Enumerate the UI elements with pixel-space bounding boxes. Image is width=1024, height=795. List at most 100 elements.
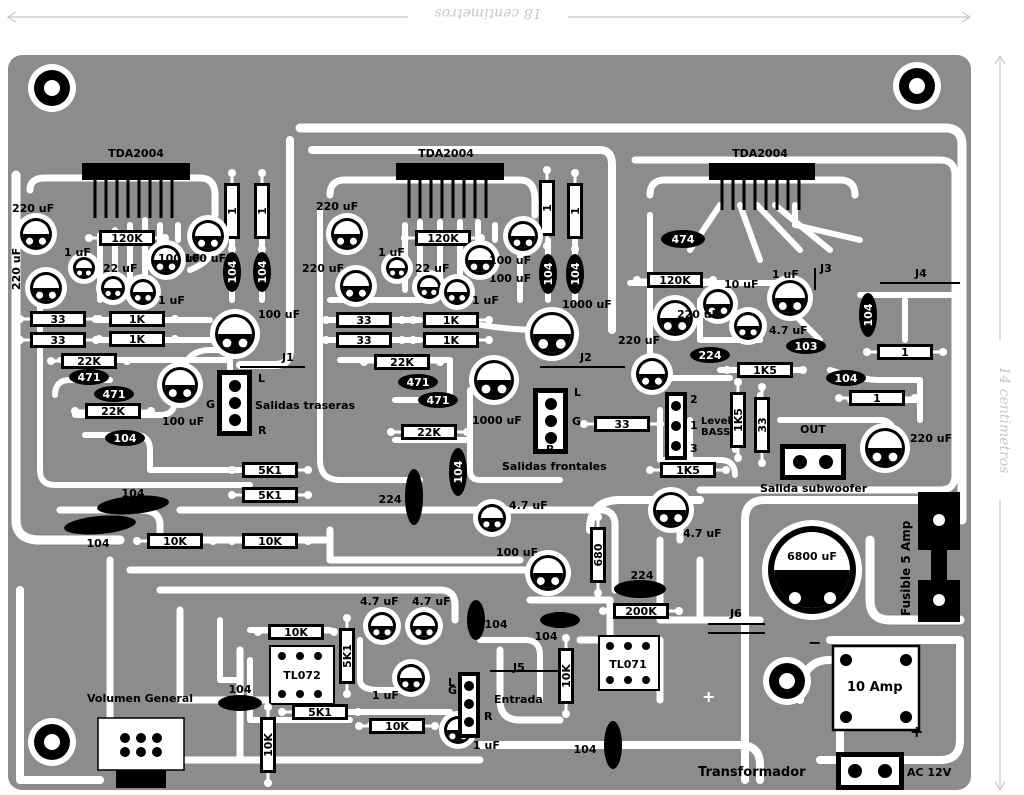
ceramic-cap-c18: 224: [379, 469, 423, 525]
resistor-label: 1K5: [732, 408, 745, 432]
copper-tracks: [11, 123, 967, 784]
volume-label: Volumen General: [87, 692, 193, 705]
input-label: Entrada: [494, 693, 543, 706]
resistor-label: 10K: [262, 733, 275, 757]
ic-label: TL071: [609, 658, 646, 671]
resistor-label: 1: [226, 207, 239, 215]
jumpers: [240, 268, 960, 672]
resistor-r34: 5K1: [339, 614, 355, 698]
resistor-r13: 1K: [409, 312, 493, 328]
ceramic-label: 104: [542, 262, 555, 285]
electrolytic-label: 100 uF: [489, 254, 531, 267]
connector-front-outputs: [533, 388, 568, 454]
ceramic-label: 104: [114, 432, 137, 445]
resistor-label: 33: [614, 418, 629, 431]
front-outputs-label: Salidas frontales: [502, 460, 607, 473]
bridge-rectifier: [831, 644, 921, 732]
electrolytic-cap-e31: 1 uF: [372, 659, 430, 702]
minus-sign: −: [808, 633, 821, 652]
ic-label: TL072: [283, 669, 320, 682]
connector-subwoofer: [780, 444, 846, 480]
electrolytic-cap-e20: 1 uF: [767, 268, 813, 321]
resistor-r9: 1: [254, 169, 270, 253]
electrolytic-cap-e22: 220 uF: [652, 295, 719, 341]
resistor-r37: 10K: [355, 718, 439, 734]
connector-ac-transformer: [836, 752, 904, 790]
resistor-r38: 10K: [260, 703, 276, 787]
ceramic-label: 224: [631, 569, 654, 582]
pin-label-l: L: [258, 372, 265, 385]
resistor-r14: 1K: [409, 332, 493, 348]
resistor-label: 33: [50, 334, 65, 347]
dimension-width: 18 centimetros: [6, 4, 972, 26]
electrolytic-label: 1 uF: [772, 268, 799, 281]
electrolytic-label: 220 uF: [316, 200, 358, 213]
ceramic-cap-c21: 104: [535, 612, 580, 643]
electrolytic-cap-e23: 220 uF: [618, 334, 673, 395]
electrolytic-cap-e27: 100 uF: [496, 546, 571, 596]
electrolytic-label: 220 uF: [910, 432, 952, 445]
electrolytic-cap-e21: 4.7 uF: [729, 307, 808, 345]
ceramic-label: 224: [699, 349, 722, 362]
mounting-hole: [763, 657, 811, 705]
electrolytic-cap-e5: 1 uF: [125, 274, 185, 310]
pcb-board: [8, 55, 971, 790]
fuse-holder: [918, 492, 960, 622]
resistor-r19: 120K: [633, 272, 717, 288]
plus-sign: +: [702, 687, 715, 706]
ceramic-cap-c7: 104: [64, 515, 136, 550]
electrolytic-cap-e8: 100 uF: [157, 362, 204, 428]
electrolytic-label: 4.7 uF: [360, 595, 399, 608]
resistor-label: 10K: [163, 535, 187, 548]
ceramic-cap-c15: 103: [786, 338, 826, 354]
ceramic-cap-c4: 471: [94, 386, 134, 402]
resistor-r7: 22K: [71, 403, 155, 419]
electrolytic-cap-e12: 22 uF: [412, 262, 449, 304]
resistor-r31: 680: [590, 513, 606, 597]
electrolytic-cap-e7: 100 uF: [146, 240, 200, 280]
ceramic-cap-c2: 104: [253, 252, 271, 292]
resistor-r10: 120K: [401, 230, 485, 246]
resistor-r20: 1K5: [723, 362, 807, 378]
electrolytic-cap-e3: 1 uF: [64, 246, 100, 284]
electrolytic-label: 1 uF: [473, 739, 500, 752]
resistor-label: 1: [901, 346, 909, 359]
bass-label: BASS: [701, 427, 730, 438]
connector-rear-outputs: [217, 370, 252, 436]
resistor-label: 1: [256, 207, 269, 215]
ceramic-cap-c8: 104: [539, 254, 557, 294]
electrolytic-label: 100 uF: [496, 546, 538, 559]
resistor-r21: 1K5: [730, 378, 746, 462]
ic-label: TDA2004: [418, 147, 474, 160]
mounting-hole: [28, 718, 76, 766]
electrolytic-cap-e2: 220 uF: [10, 248, 67, 309]
electrolytic-cap-e19: 10 uF: [698, 278, 758, 324]
resistor-label: 1: [873, 392, 881, 405]
resistor-r35: 10K: [558, 634, 574, 718]
pin-label-1: 1: [690, 419, 698, 432]
ic-tl071: TL071: [598, 635, 660, 691]
jumper-label-j6: J6: [729, 607, 742, 620]
electrolytic-label: 100 uF: [162, 415, 204, 428]
electrolytic-label: 22 uF: [103, 262, 137, 275]
fuse-label: Fusible 5 Amp: [899, 520, 913, 616]
electrolytic-cap-e30: 4.7 uF: [405, 595, 451, 645]
resistor-label: 5K1: [258, 464, 282, 477]
ceramic-cap-c22: 104: [218, 683, 262, 711]
resistor-label: 22K: [77, 355, 101, 368]
resistor-r26: 1K5: [646, 462, 730, 478]
ceramic-cap-c11: 471: [418, 392, 458, 408]
bridge-label: 10 Amp: [847, 680, 903, 695]
resistor-r11: 33: [322, 312, 406, 328]
ceramic-label: 471: [103, 388, 126, 401]
ceramic-label: 104: [485, 618, 508, 631]
ceramic-label: 104: [835, 372, 858, 385]
connector-level-bass: [665, 392, 687, 460]
pin-label-g: G: [448, 684, 457, 697]
electrolytic-cap-e29: 4.7 uF: [360, 595, 401, 645]
resistor-r24: 1: [835, 390, 919, 406]
resistor-label: 1: [541, 204, 554, 212]
